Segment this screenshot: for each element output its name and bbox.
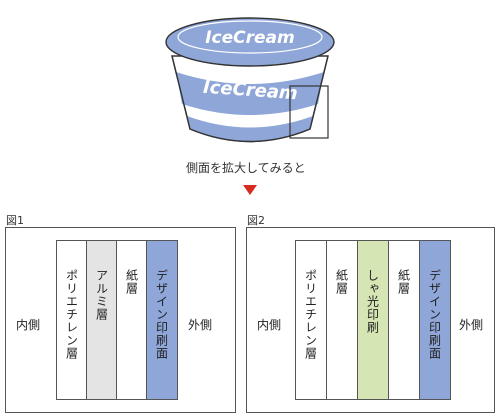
figure2-layer-label: しゃ光印刷 <box>365 269 380 334</box>
figure1-outer-label: 外側 <box>188 318 213 332</box>
figure2-layer-paper-outer: 紙層 <box>388 240 420 400</box>
figure1-label: 図1 <box>6 214 24 227</box>
figure2-box: 内側 ポリエチレン層 紙層 しゃ光印刷 紙層 デザイン印刷面 外側 <box>246 227 495 413</box>
cup-band <box>176 72 324 115</box>
ice-cream-cup-illustration: IceCream IceCream <box>165 17 335 143</box>
caption-text: 側面を拡大してみると <box>186 161 306 175</box>
figure1-layer-polyethylene: ポリエチレン層 <box>56 240 88 400</box>
figure1-layer-paper: 紙層 <box>116 240 148 400</box>
figure1-layer-label: デザイン印刷面 <box>154 269 169 360</box>
figure1-inner-label: 内側 <box>16 318 41 332</box>
figure2-layer-label: デザイン印刷面 <box>427 269 442 360</box>
lid-logo: IceCream <box>205 28 295 48</box>
figure1-layer-label: アルミ層 <box>94 269 109 321</box>
figure2-inner-label: 内側 <box>257 318 282 332</box>
figure2-layer-polyethylene: ポリエチレン層 <box>295 240 327 400</box>
down-arrow-icon <box>243 185 257 195</box>
figure1-layer-aluminum: アルミ層 <box>86 240 118 400</box>
figure2-outer-label: 外側 <box>459 318 484 332</box>
figure1-layer-label: ポリエチレン層 <box>64 269 79 360</box>
figure1-box: 内側 ポリエチレン層 アルミ層 紙層 デザイン印刷面 外側 <box>5 227 236 413</box>
figure1-layer-design-print: デザイン印刷面 <box>146 240 178 400</box>
figure1-layer-label: 紙層 <box>124 269 139 295</box>
arrow-shape <box>243 185 257 195</box>
figure2-layer-label: 紙層 <box>334 269 349 295</box>
figure2-layer-design-print: デザイン印刷面 <box>419 240 451 400</box>
figure2-label: 図2 <box>247 214 265 227</box>
figure2-layer-label: 紙層 <box>396 269 411 295</box>
figure2-layer-light-shield-print: しゃ光印刷 <box>357 240 389 400</box>
figure2-layer-label: ポリエチレン層 <box>303 269 318 360</box>
zoom-box <box>289 85 329 139</box>
cup-bottom-band <box>187 116 313 142</box>
figure2-layer-paper-inner: 紙層 <box>326 240 358 400</box>
